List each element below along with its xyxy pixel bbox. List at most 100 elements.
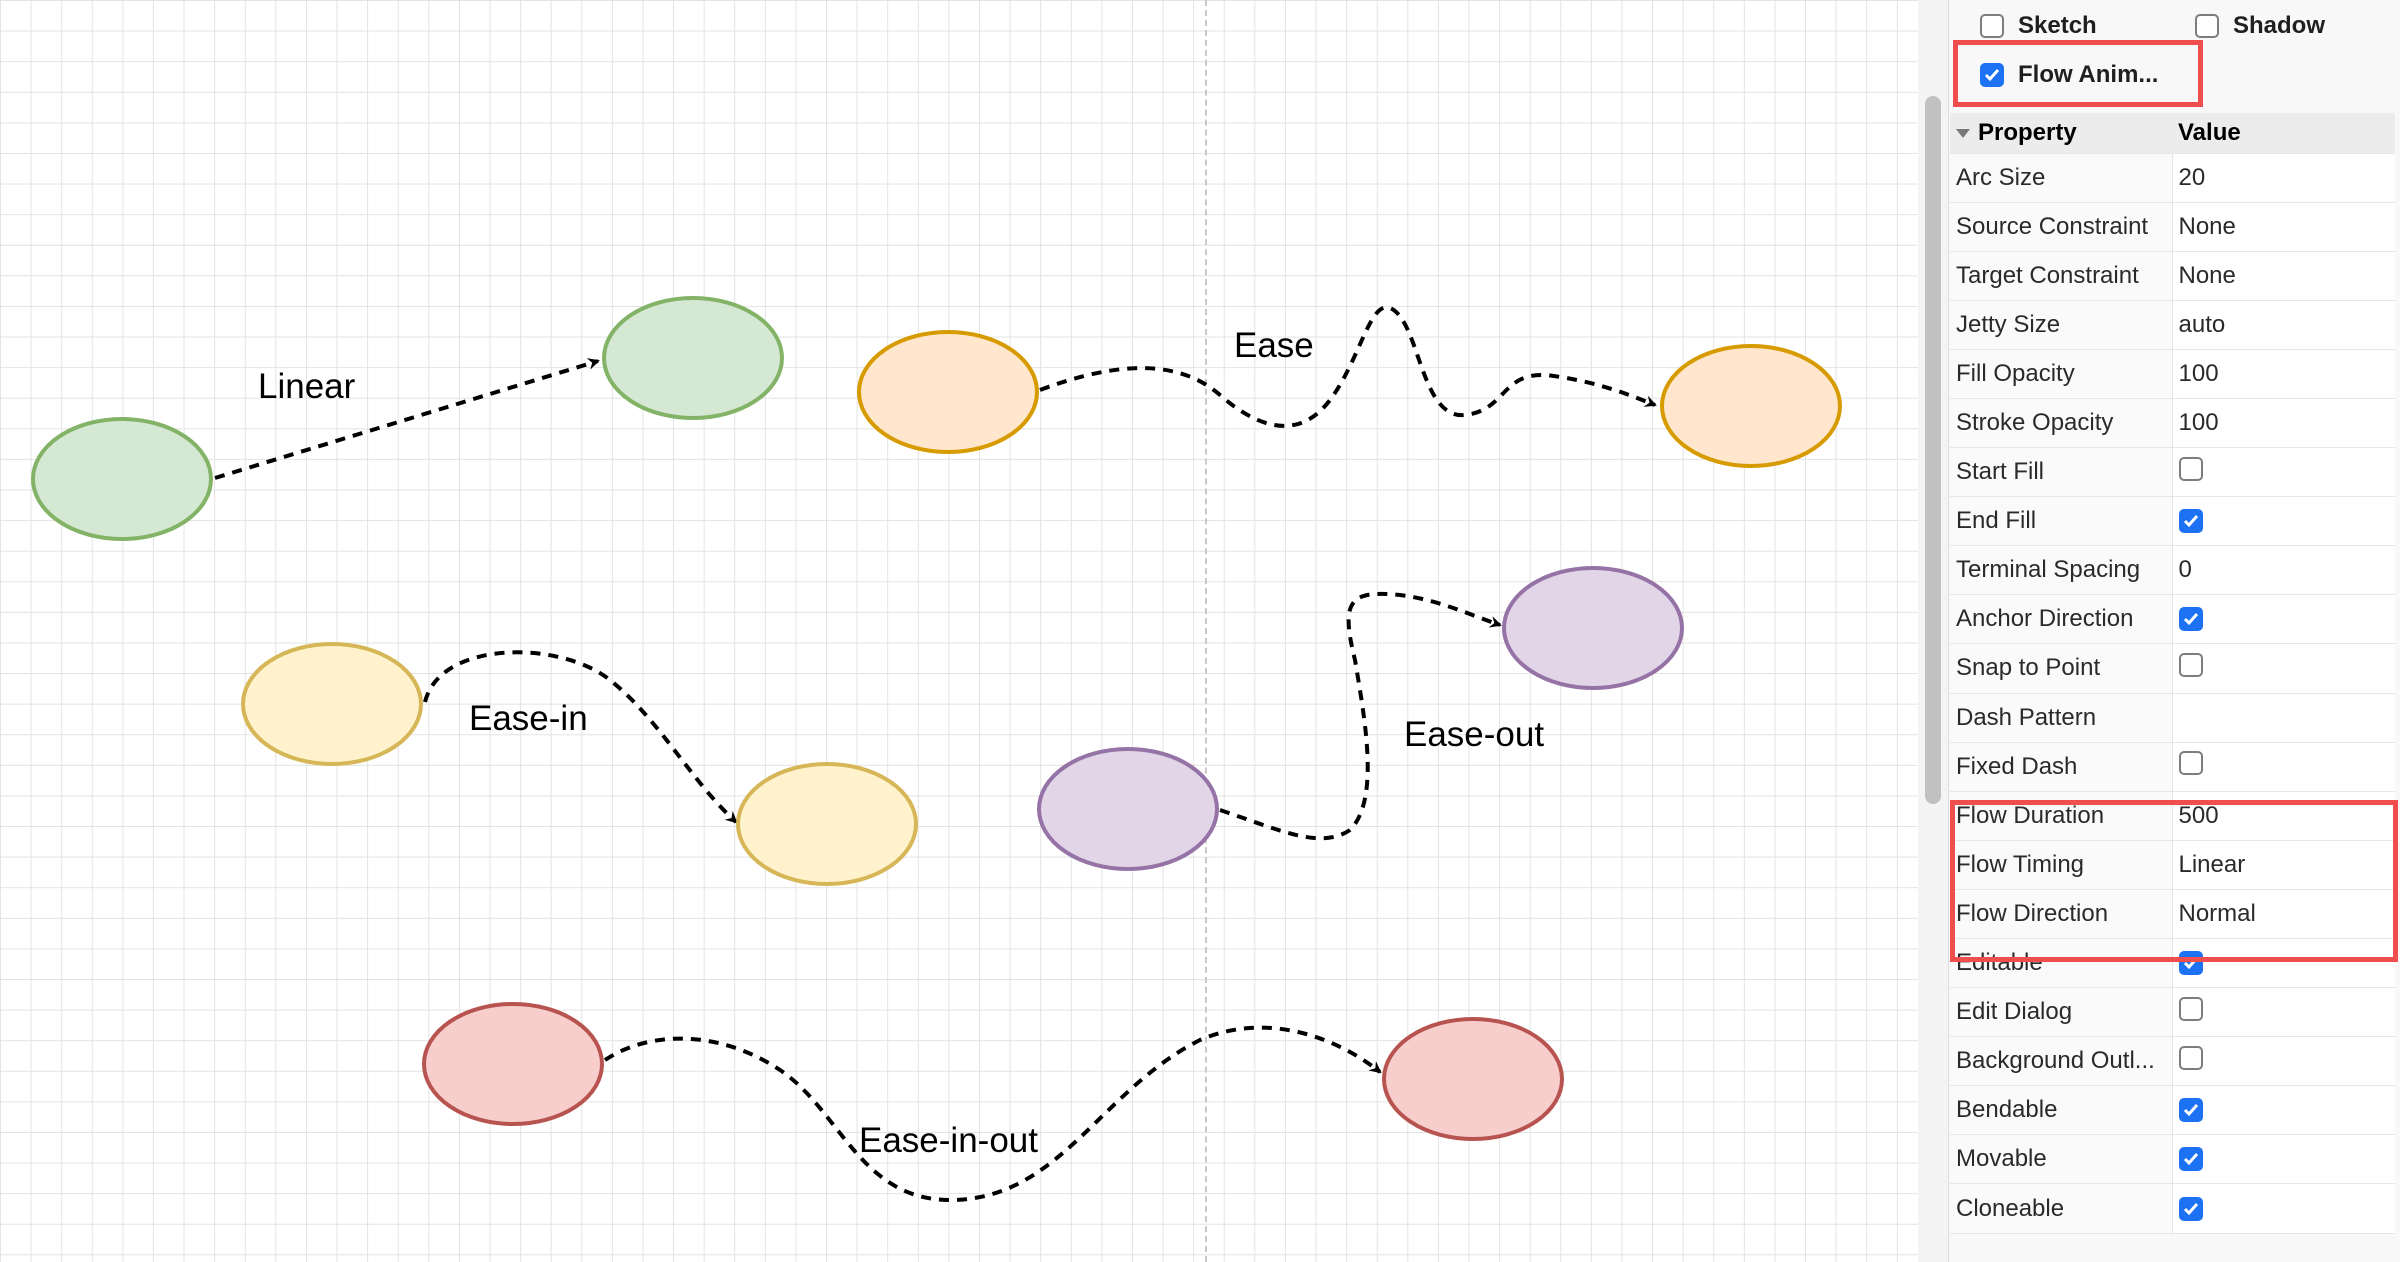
editable-checkbox[interactable] — [2178, 951, 2203, 976]
property-value[interactable] — [2172, 987, 2395, 1038]
label-ease-out: Ease-out — [1404, 715, 1544, 754]
ellipse-purple-source[interactable] — [1037, 747, 1219, 871]
start-fill-checkbox[interactable] — [2178, 456, 2203, 481]
property-value[interactable]: Normal — [2172, 889, 2395, 940]
property-value[interactable] — [2172, 742, 2395, 792]
collapse-triangle-icon[interactable] — [1956, 128, 1970, 138]
diagram-svg: Linear Ease Ease-in Ease-out Ease-in-out — [31, 296, 1842, 1203]
anchor-direction-checkbox[interactable] — [2178, 607, 2203, 632]
ellipse-orange-target[interactable] — [1660, 344, 1842, 468]
property-name: Start Fill — [1950, 447, 2173, 498]
property-name: Flow Timing — [1950, 840, 2173, 890]
flow-animation-checkbox[interactable] — [1980, 63, 2004, 87]
shadow-label: Shadow — [2233, 12, 2326, 39]
property-name: End Fill — [1950, 496, 2173, 547]
page-break-line — [1205, 0, 1207, 1262]
property-name: Cloneable — [1950, 1183, 2173, 1234]
ellipse-red-source[interactable] — [422, 1002, 604, 1126]
property-value[interactable] — [2172, 1036, 2395, 1087]
property-value[interactable]: 100 — [2172, 349, 2395, 399]
property-name: Background Outl... — [1950, 1036, 2173, 1087]
property-row-editable: Editable — [1950, 938, 2395, 989]
highlight-flow-properties — [1950, 800, 2398, 962]
property-name: Source Constraint — [1950, 202, 2173, 252]
cloneable-checkbox[interactable] — [2178, 1196, 2203, 1221]
property-name: Fixed Dash — [1950, 742, 2173, 792]
ellipse-yellow-source[interactable] — [241, 642, 423, 766]
property-value[interactable] — [2172, 693, 2395, 743]
snap-to-point-checkbox[interactable] — [2178, 652, 2203, 677]
property-value[interactable]: auto — [2172, 300, 2395, 350]
property-value[interactable]: 20 — [2172, 153, 2395, 203]
property-row-bendable: Bendable — [1950, 1085, 2395, 1136]
movable-checkbox[interactable] — [2178, 1147, 2203, 1172]
property-value[interactable] — [2172, 1134, 2395, 1185]
ellipse-orange-source[interactable] — [857, 330, 1039, 454]
fixed-dash-checkbox[interactable] — [2178, 751, 2203, 776]
ellipse-yellow-target[interactable] — [736, 762, 918, 886]
property-name: Editable — [1950, 938, 2173, 989]
flow-animation-label: Flow Anim... — [2018, 61, 2159, 88]
property-value[interactable]: 0 — [2172, 545, 2395, 596]
sketch-option[interactable]: Sketch — [1980, 12, 2097, 40]
property-name: Bendable — [1950, 1085, 2173, 1136]
property-value[interactable] — [2172, 1183, 2395, 1234]
connector-ease[interactable] — [1039, 305, 1657, 428]
property-header[interactable]: Property — [1950, 113, 2172, 154]
edit-dialog-checkbox[interactable] — [2178, 996, 2203, 1021]
property-row-movable: Movable — [1950, 1134, 2395, 1185]
property-name: Flow Direction — [1950, 889, 2173, 940]
property-value[interactable]: 100 — [2172, 398, 2395, 449]
connector-ease-out[interactable] — [1219, 591, 1502, 841]
connector-ease-in[interactable] — [423, 650, 738, 824]
property-value[interactable] — [2172, 594, 2395, 645]
ellipse-purple-target[interactable] — [1502, 566, 1684, 690]
sketch-label: Sketch — [2018, 12, 2097, 39]
property-row-fixed-dash: Fixed Dash — [1950, 742, 2395, 792]
property-value[interactable] — [2172, 1085, 2395, 1136]
connector-linear[interactable] — [214, 358, 600, 480]
property-name: Jetty Size — [1950, 300, 2173, 350]
property-value[interactable]: None — [2172, 251, 2395, 301]
property-value[interactable] — [2172, 496, 2395, 547]
property-value[interactable] — [2172, 938, 2395, 989]
property-row-background-outl: Background Outl... — [1950, 1036, 2395, 1087]
shadow-checkbox[interactable] — [2195, 14, 2219, 38]
property-row-edit-dialog: Edit Dialog — [1950, 987, 2395, 1038]
flow-animation-option[interactable]: Flow Anim... — [1980, 61, 2158, 89]
property-value[interactable] — [2172, 643, 2395, 694]
sketch-checkbox[interactable] — [1980, 14, 2004, 38]
property-value[interactable]: 500 — [2172, 791, 2395, 841]
connector-ease-in-out[interactable] — [603, 1025, 1382, 1203]
background-outl-checkbox[interactable] — [2178, 1045, 2203, 1070]
highlight-flow-animation — [1953, 40, 2203, 107]
property-name: Fill Opacity — [1950, 349, 2173, 399]
ellipse-green-target[interactable] — [602, 296, 784, 420]
label-ease-in: Ease-in — [469, 699, 588, 738]
property-value[interactable]: Linear — [2172, 840, 2395, 890]
property-row-start-fill: Start Fill — [1950, 447, 2395, 498]
property-name: Anchor Direction — [1950, 594, 2173, 645]
value-header: Value — [2172, 113, 2395, 154]
diagram-canvas[interactable]: Linear Ease Ease-in Ease-out Ease-in-out — [0, 0, 1918, 1262]
property-value[interactable]: None — [2172, 202, 2395, 252]
bendable-checkbox[interactable] — [2178, 1098, 2203, 1123]
property-value[interactable] — [2172, 447, 2395, 498]
end-fill-checkbox[interactable] — [2178, 509, 2203, 534]
ellipse-green-source[interactable] — [31, 417, 213, 541]
scrollbar-thumb[interactable] — [1925, 96, 1941, 804]
ellipse-red-target[interactable] — [1382, 1017, 1564, 1141]
label-linear: Linear — [258, 367, 356, 406]
shadow-option[interactable]: Shadow — [2195, 12, 2325, 40]
